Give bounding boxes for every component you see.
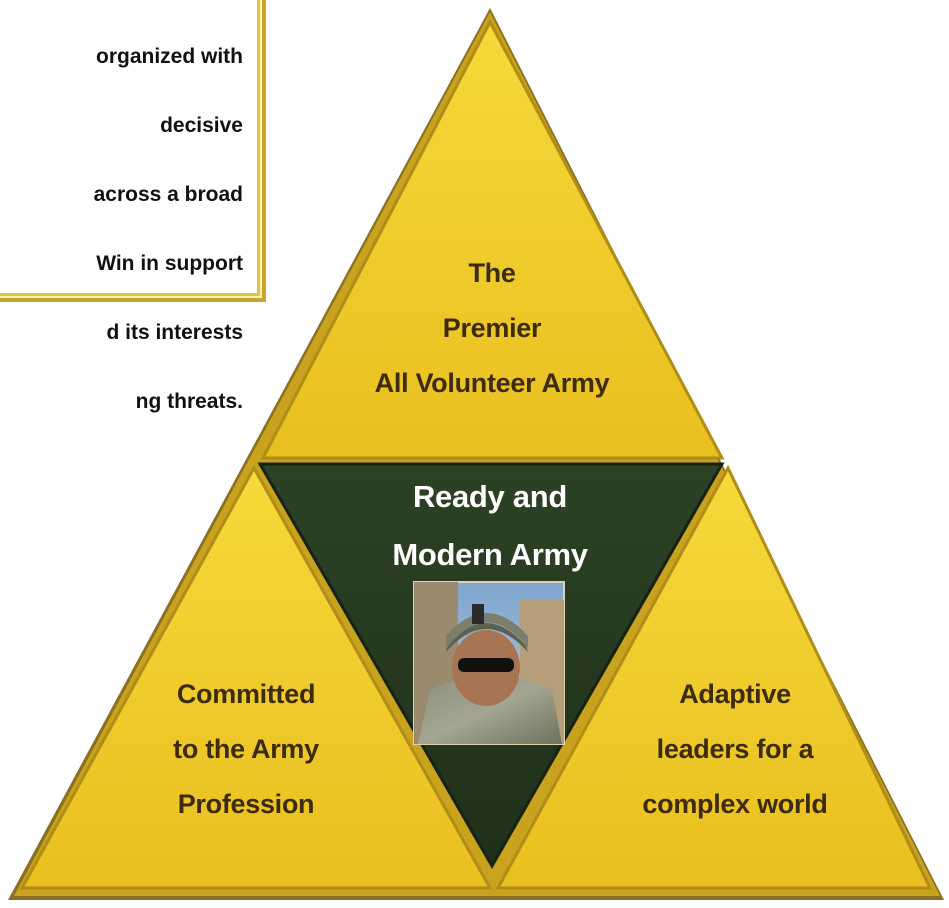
callout-line: decisive	[160, 113, 243, 137]
callout-line: ng threats.	[135, 389, 243, 413]
mission-callout-box: organized with decisive across a broad W…	[0, 0, 260, 413]
callout-line: across a broad	[93, 182, 243, 206]
center-label-line: Ready and	[413, 479, 567, 514]
soldier-helmet-icon	[446, 613, 528, 650]
left-label-line: Profession	[178, 789, 315, 819]
right-label-line: complex world	[642, 789, 827, 819]
right-label-line: Adaptive	[679, 679, 791, 709]
callout-line: organized with	[96, 44, 243, 68]
right-label-line: leaders for a	[657, 734, 815, 764]
soldier-photo	[413, 581, 565, 745]
callout-line: d its interests	[106, 320, 243, 344]
mission-callout-text: organized with decisive across a broad W…	[0, 5, 243, 454]
top-triangle	[260, 18, 725, 460]
top-label-line: All Volunteer Army	[375, 368, 610, 398]
callout-line: Win in support	[96, 251, 243, 275]
helmet-mount-icon	[472, 604, 484, 624]
soldier-body-icon	[418, 675, 562, 744]
left-label-line: Committed	[177, 679, 315, 709]
left-label-line: to the Army	[173, 734, 319, 764]
center-label-line: Modern Army	[392, 537, 588, 572]
left-triangle	[19, 464, 493, 890]
right-triangle	[495, 464, 933, 890]
top-label-line: The	[468, 258, 515, 288]
top-label-line: Premier	[443, 313, 542, 343]
soldier-sunglasses-icon	[458, 658, 514, 672]
